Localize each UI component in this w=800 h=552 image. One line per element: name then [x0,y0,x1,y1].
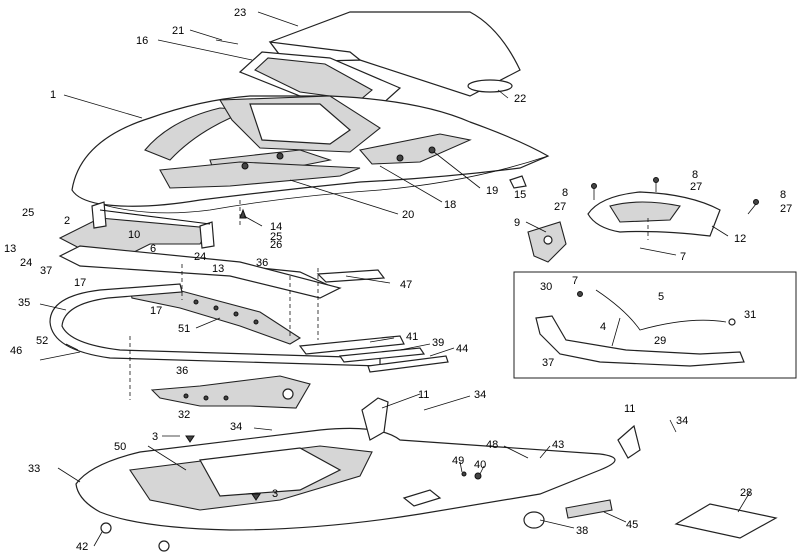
callout-39: 39 [432,337,444,349]
callout-labels: 1 2 3 3 4 5 6 7 7 8 8 8 9 10 11 11 12 13… [4,7,792,552]
callout-27b: 27 [554,201,566,213]
callout-36: 36 [256,257,268,269]
decal-sticker-part [674,503,778,539]
inset-detail-box [513,271,797,379]
callout-8: 8 [562,187,568,199]
callout-5: 5 [658,291,664,303]
callout-33: 33 [28,463,40,475]
callout-21: 21 [172,25,184,37]
hood-body-part [71,95,550,214]
callout-49: 49 [452,455,464,467]
lower-bracket-part [150,375,311,409]
callout-25: 25 [22,207,34,219]
callout-41: 41 [406,331,418,343]
callout-30: 30 [540,281,552,293]
callout-52: 52 [36,335,48,347]
callout-12: 12 [734,233,746,245]
callout-25b: 25 [270,231,282,243]
callout-14: 14 [270,221,282,233]
callout-28: 28 [740,487,752,499]
callout-19: 19 [486,185,498,197]
callout-46: 46 [10,345,22,357]
callout-45: 45 [626,519,638,531]
callout-17b: 17 [150,305,162,317]
callout-7b: 7 [572,275,578,287]
callout-47: 47 [400,279,412,291]
callout-leader-lines [39,11,751,547]
callout-4: 4 [600,321,606,333]
callout-10: 10 [128,229,140,241]
callout-27: 27 [690,181,702,193]
callout-42: 42 [76,541,88,552]
callout-34b: 34 [230,421,242,433]
callout-16: 16 [136,35,148,47]
callout-23: 23 [234,7,246,19]
callout-3: 3 [152,431,158,443]
callout-9: 9 [514,217,520,229]
callout-43: 43 [552,439,564,451]
callout-50: 50 [114,441,126,453]
callout-8b: 8 [692,169,698,181]
callout-13: 13 [4,243,16,255]
callout-48: 48 [486,439,498,451]
callout-11b: 11 [624,403,635,415]
callout-1: 1 [50,89,56,101]
callout-18: 18 [444,199,456,211]
callout-32: 32 [178,409,190,421]
callout-20: 20 [402,209,414,221]
callout-15: 15 [514,189,526,201]
callout-8c: 8 [780,189,786,201]
callout-6: 6 [150,243,156,255]
callout-7: 7 [680,251,686,263]
callout-27c: 27 [780,203,792,215]
callout-3b: 3 [272,488,278,500]
callout-13b: 13 [212,263,224,275]
callout-29: 29 [654,335,666,347]
callout-37b: 37 [542,357,554,369]
callout-51: 51 [178,323,190,335]
callout-37: 37 [40,265,52,277]
bottom-pan-part [75,397,641,552]
callout-44: 44 [456,343,468,355]
callout-24b: 24 [194,251,206,263]
callout-17: 17 [74,277,86,289]
callout-24: 24 [20,257,32,269]
side-housing-part [527,177,759,263]
callout-34: 34 [474,389,486,401]
callout-40: 40 [474,459,486,471]
callout-22: 22 [514,93,526,105]
callout-2: 2 [64,215,70,227]
callout-34c: 34 [676,415,688,427]
callout-36b: 36 [176,365,188,377]
assembly-guide-lines [129,200,649,400]
callout-35: 35 [18,297,30,309]
callout-38: 38 [576,525,588,537]
small-fastener-parts [215,39,527,219]
callout-31: 31 [744,309,756,321]
callout-26: 26 [270,239,282,251]
callout-11: 11 [418,389,429,401]
